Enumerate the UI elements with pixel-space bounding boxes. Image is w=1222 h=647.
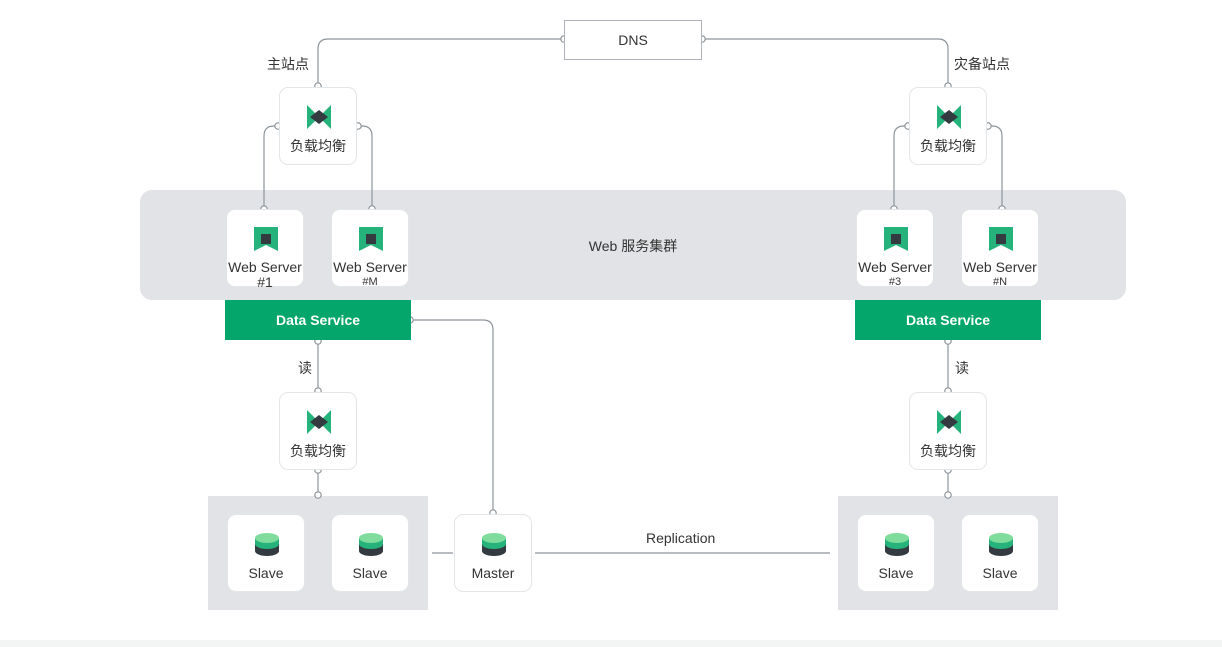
server-icon [989, 227, 1013, 251]
dr-site-label: 灾备站点 [954, 56, 1010, 72]
master-label: Master [471, 565, 515, 581]
web-server-3: Web Server #3 [856, 209, 934, 288]
bowtie-icon [307, 105, 331, 129]
bowtie-icon [937, 410, 961, 434]
slave-label: Slave [352, 565, 388, 581]
web-server-label: Web Server [333, 259, 407, 275]
web-server-suffix: #3 [888, 276, 902, 288]
server-icon [254, 227, 278, 251]
load-balancer-label: 负载均衡 [290, 443, 346, 459]
slave-label: Slave [248, 565, 284, 581]
bowtie-icon [307, 410, 331, 434]
load-balancer-label: 负载均衡 [290, 138, 346, 154]
load-balancer-dr: 负载均衡 [909, 87, 987, 165]
bowtie-icon [937, 105, 961, 129]
slave-db: Slave [227, 514, 305, 592]
web-server-label: Web Server [228, 259, 302, 275]
read-load-balancer-primary: 负载均衡 [279, 392, 357, 470]
server-icon [359, 227, 383, 251]
primary-site-label: 主站点 [267, 56, 309, 72]
database-icon [885, 533, 909, 556]
slave-label: Slave [878, 565, 914, 581]
cluster-label: Web 服务集群 [588, 238, 678, 254]
data-service-dr: Data Service [855, 300, 1041, 340]
dns-box: DNS [564, 20, 702, 60]
load-balancer-label: 负载均衡 [920, 443, 976, 459]
load-balancer-label: 负载均衡 [920, 138, 976, 154]
load-balancer-primary: 负载均衡 [279, 87, 357, 165]
slave-db: Slave [331, 514, 409, 592]
footer-band [0, 640, 1222, 647]
web-server-label: Web Server [963, 259, 1037, 275]
web-server-suffix: #N [992, 276, 1008, 288]
master-db: Master [454, 514, 532, 592]
web-server-label: Web Server [858, 259, 932, 275]
read-label-dr: 读 [955, 360, 969, 376]
web-server-n: Web Server #N [961, 209, 1039, 288]
web-server-m: Web Server #M [331, 209, 409, 288]
read-load-balancer-dr: 负载均衡 [909, 392, 987, 470]
web-server-suffix: #M [362, 276, 378, 288]
slave-label: Slave [982, 565, 1018, 581]
database-icon [482, 533, 506, 556]
web-server-suffix: #1 [257, 274, 273, 290]
data-service-primary: Data Service [225, 300, 411, 340]
web-server-1: Web Server #1 [226, 209, 304, 290]
slave-db: Slave [961, 514, 1039, 592]
slave-db: Slave [857, 514, 935, 592]
server-icon [884, 227, 908, 251]
database-icon [359, 533, 383, 556]
database-icon [989, 533, 1013, 556]
replication-label: Replication [646, 530, 716, 546]
read-label-primary: 读 [298, 360, 312, 376]
database-icon [255, 533, 279, 556]
